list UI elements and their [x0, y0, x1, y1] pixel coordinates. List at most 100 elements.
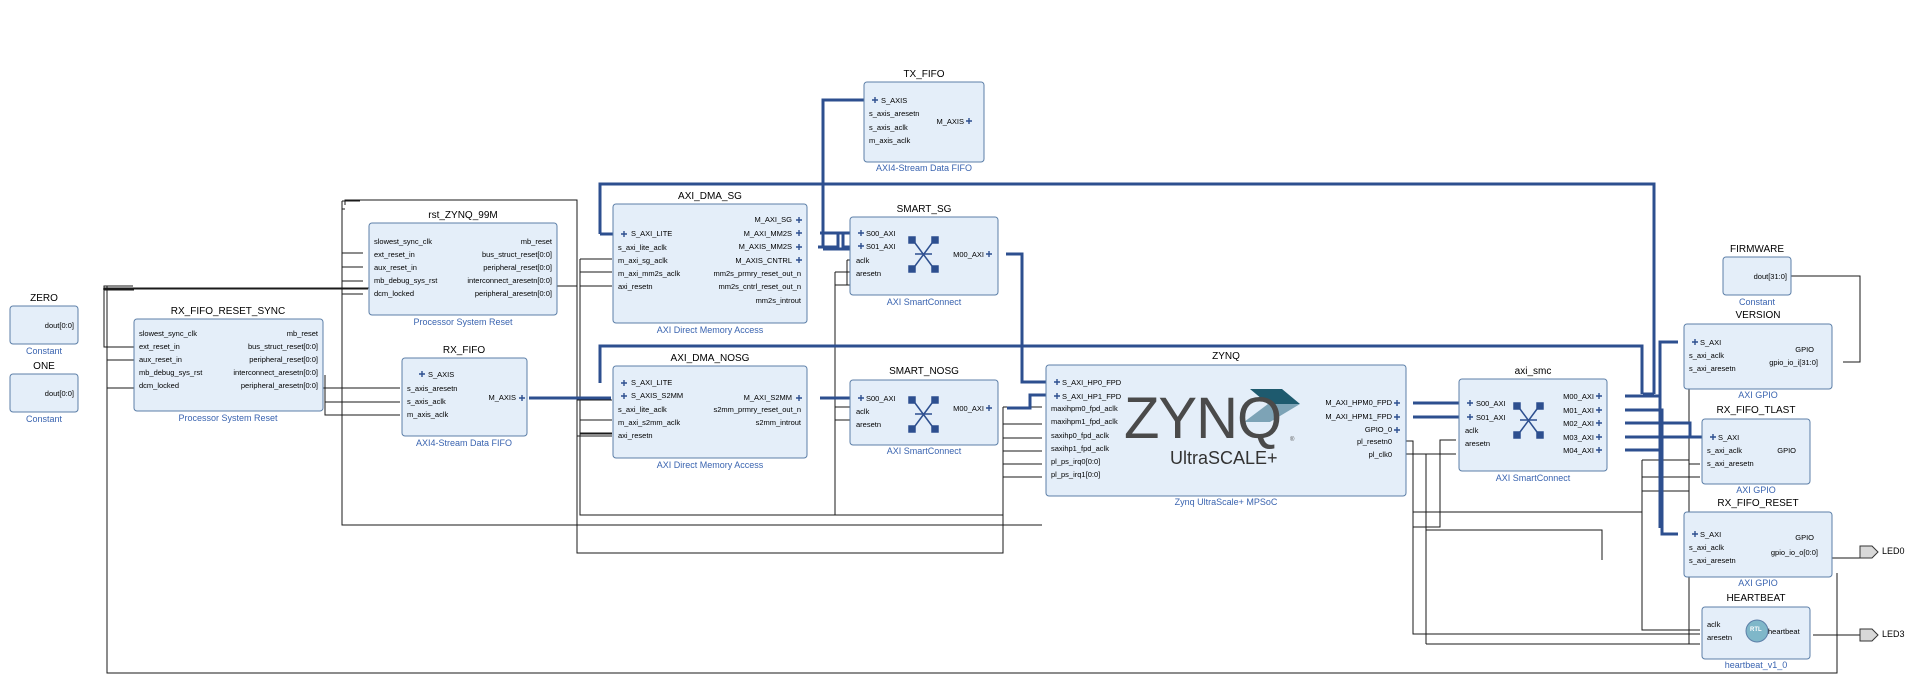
port-out[interactable]: M_AXI_MM2S — [743, 229, 792, 238]
port-in[interactable]: S_AXI_LITE — [631, 378, 673, 387]
port-in[interactable]: m_axi_mm2s_aclk — [618, 269, 681, 278]
port-in[interactable]: S_AXI_HP1_FPD — [1062, 392, 1122, 401]
port-out[interactable]: GPIO_0 — [1364, 425, 1392, 434]
block-axi-dma-nosg[interactable] — [613, 366, 807, 458]
external-port-led0[interactable]: LED0 — [1882, 546, 1905, 556]
port-in[interactable]: aux_reset_in — [374, 263, 417, 272]
port-in[interactable]: s_axi_aclk — [1689, 543, 1725, 552]
port-out[interactable]: M00_AXI — [953, 250, 984, 259]
port-in[interactable]: s_axi_aresetn — [1707, 459, 1754, 468]
port-in[interactable]: S00_AXI — [866, 229, 896, 238]
block-axi-dma-sg[interactable] — [613, 204, 807, 323]
port-one-dout[interactable]: dout[0:0] — [44, 389, 74, 398]
port-in[interactable]: s_axis_aresetn — [407, 384, 458, 393]
port-in[interactable]: S00_AXI — [1476, 399, 1506, 408]
port-out[interactable]: M00_AXI — [1563, 392, 1594, 401]
port-in[interactable]: S_AXI_LITE — [631, 229, 673, 238]
block-zero[interactable] — [10, 306, 78, 344]
port-out[interactable]: M04_AXI — [1563, 446, 1594, 455]
port-in[interactable]: mb_debug_sys_rst — [374, 276, 438, 285]
port-out[interactable]: peripheral_aresetn[0:0] — [474, 289, 552, 298]
port-zero-dout[interactable]: dout[0:0] — [44, 321, 74, 330]
port-out[interactable]: M_AXI_S2MM — [743, 393, 792, 402]
port-out[interactable]: M_AXIS — [488, 393, 516, 402]
port-out[interactable]: GPIO — [1795, 533, 1814, 542]
port-in[interactable]: s_axi_aresetn — [1689, 364, 1736, 373]
port-in[interactable]: s_axis_aclk — [869, 123, 908, 132]
port-out[interactable]: s2mm_introut — [755, 418, 801, 427]
port-in[interactable]: m_axis_aclk — [407, 410, 449, 419]
port-in[interactable]: m_axi_sg_aclk — [618, 256, 668, 265]
port-in[interactable]: aclk — [856, 256, 870, 265]
port-in[interactable]: slowest_sync_clk — [139, 329, 197, 338]
port-in[interactable]: maxihpm1_fpd_aclk — [1051, 417, 1118, 426]
port-in[interactable]: aresetn — [856, 420, 882, 429]
block-smart-sg[interactable] — [850, 217, 998, 295]
port-in[interactable]: slowest_sync_clk — [374, 237, 432, 246]
port-out[interactable]: M01_AXI — [1563, 406, 1594, 415]
port-in[interactable]: S01_AXI — [1476, 413, 1506, 422]
block-rx-fifo[interactable] — [402, 358, 527, 436]
port-out[interactable]: mm2s_prmry_reset_out_n — [713, 269, 801, 278]
port-in[interactable]: pl_ps_irq1[0:0] — [1051, 470, 1101, 479]
port-in[interactable]: saxihp0_fpd_aclk — [1051, 431, 1109, 440]
port-in[interactable]: axi_resetn — [618, 431, 653, 440]
port-out[interactable]: mb_reset — [286, 329, 318, 338]
port-in[interactable]: aclk — [1465, 426, 1479, 435]
port-out[interactable]: M03_AXI — [1563, 433, 1594, 442]
block-smart-nosg[interactable] — [850, 380, 998, 445]
port-in[interactable]: s_axi_lite_aclk — [618, 405, 667, 414]
port-in[interactable]: aclk — [856, 407, 870, 416]
port-in[interactable]: S_AXI — [1700, 338, 1722, 347]
port-in[interactable]: S_AXIS_S2MM — [631, 391, 684, 400]
port-in[interactable]: aux_reset_in — [139, 355, 182, 364]
block-one[interactable] — [10, 374, 78, 412]
block-firmware[interactable] — [1723, 257, 1791, 295]
port-out[interactable]: interconnect_aresetn[0:0] — [467, 276, 552, 285]
port-in[interactable]: s_axi_aclk — [1689, 351, 1725, 360]
port-out[interactable]: bus_struct_reset[0:0] — [481, 250, 552, 259]
port-out[interactable]: M_AXI_HPM0_FPD — [1325, 398, 1392, 407]
port-out[interactable]: mm2s_introut — [755, 296, 801, 305]
port-in[interactable]: aresetn — [1707, 633, 1733, 642]
port-out[interactable]: gpio_io_o[0:0] — [1770, 548, 1818, 557]
block-axi-smc[interactable] — [1459, 379, 1607, 471]
port-in[interactable]: s_axi_aclk — [1707, 446, 1743, 455]
block-rst-zynq[interactable] — [369, 223, 557, 315]
port-in[interactable]: maxihpm0_fpd_aclk — [1051, 404, 1118, 413]
port-in[interactable]: S_AXI — [1718, 433, 1740, 442]
port-in[interactable]: S_AXIS — [428, 370, 455, 379]
port-in[interactable]: ext_reset_in — [374, 250, 415, 259]
port-out[interactable]: interconnect_aresetn[0:0] — [233, 368, 318, 377]
port-out[interactable]: heartbeat — [1768, 627, 1800, 636]
port-out[interactable]: peripheral_reset[0:0] — [483, 263, 552, 272]
port-in[interactable]: s_axis_aclk — [407, 397, 446, 406]
port-in[interactable]: dcm_locked — [374, 289, 415, 298]
port-out[interactable]: pl_clk0 — [1368, 450, 1392, 459]
port-firmware-dout[interactable]: dout[31:0] — [1753, 272, 1787, 281]
block-rx-fifo-tlast[interactable] — [1702, 419, 1810, 484]
block-rx-fifo-reset-sync[interactable] — [134, 319, 323, 411]
port-in[interactable]: m_axi_s2mm_aclk — [618, 418, 681, 427]
block-zynq[interactable] — [1046, 365, 1406, 496]
port-out[interactable]: M_AXIS — [936, 117, 964, 126]
port-in[interactable]: S01_AXI — [866, 242, 896, 251]
block-tx-fifo[interactable] — [864, 82, 984, 162]
port-out[interactable]: M_AXI_HPM1_FPD — [1325, 412, 1392, 421]
port-in[interactable]: S_AXI_HP0_FPD — [1062, 378, 1122, 387]
port-out[interactable]: gpio_io_i[31:0] — [1769, 358, 1818, 367]
port-out[interactable]: peripheral_aresetn[0:0] — [240, 381, 318, 390]
port-out[interactable]: M_AXIS_CNTRL — [735, 256, 792, 265]
port-in[interactable]: aresetn — [1465, 439, 1491, 448]
port-out[interactable]: GPIO — [1795, 345, 1814, 354]
port-in[interactable]: aclk — [1707, 620, 1721, 629]
port-out[interactable]: s2mm_prmry_reset_out_n — [713, 405, 801, 414]
port-out[interactable]: M02_AXI — [1563, 419, 1594, 428]
port-out[interactable]: bus_struct_reset[0:0] — [247, 342, 318, 351]
port-out[interactable]: GPIO — [1777, 446, 1796, 455]
port-in[interactable]: S00_AXI — [866, 394, 896, 403]
port-in[interactable]: saxihp1_fpd_aclk — [1051, 444, 1109, 453]
port-out[interactable]: M_AXI_SG — [754, 215, 792, 224]
port-out[interactable]: peripheral_reset[0:0] — [249, 355, 318, 364]
port-in[interactable]: axi_resetn — [618, 282, 653, 291]
